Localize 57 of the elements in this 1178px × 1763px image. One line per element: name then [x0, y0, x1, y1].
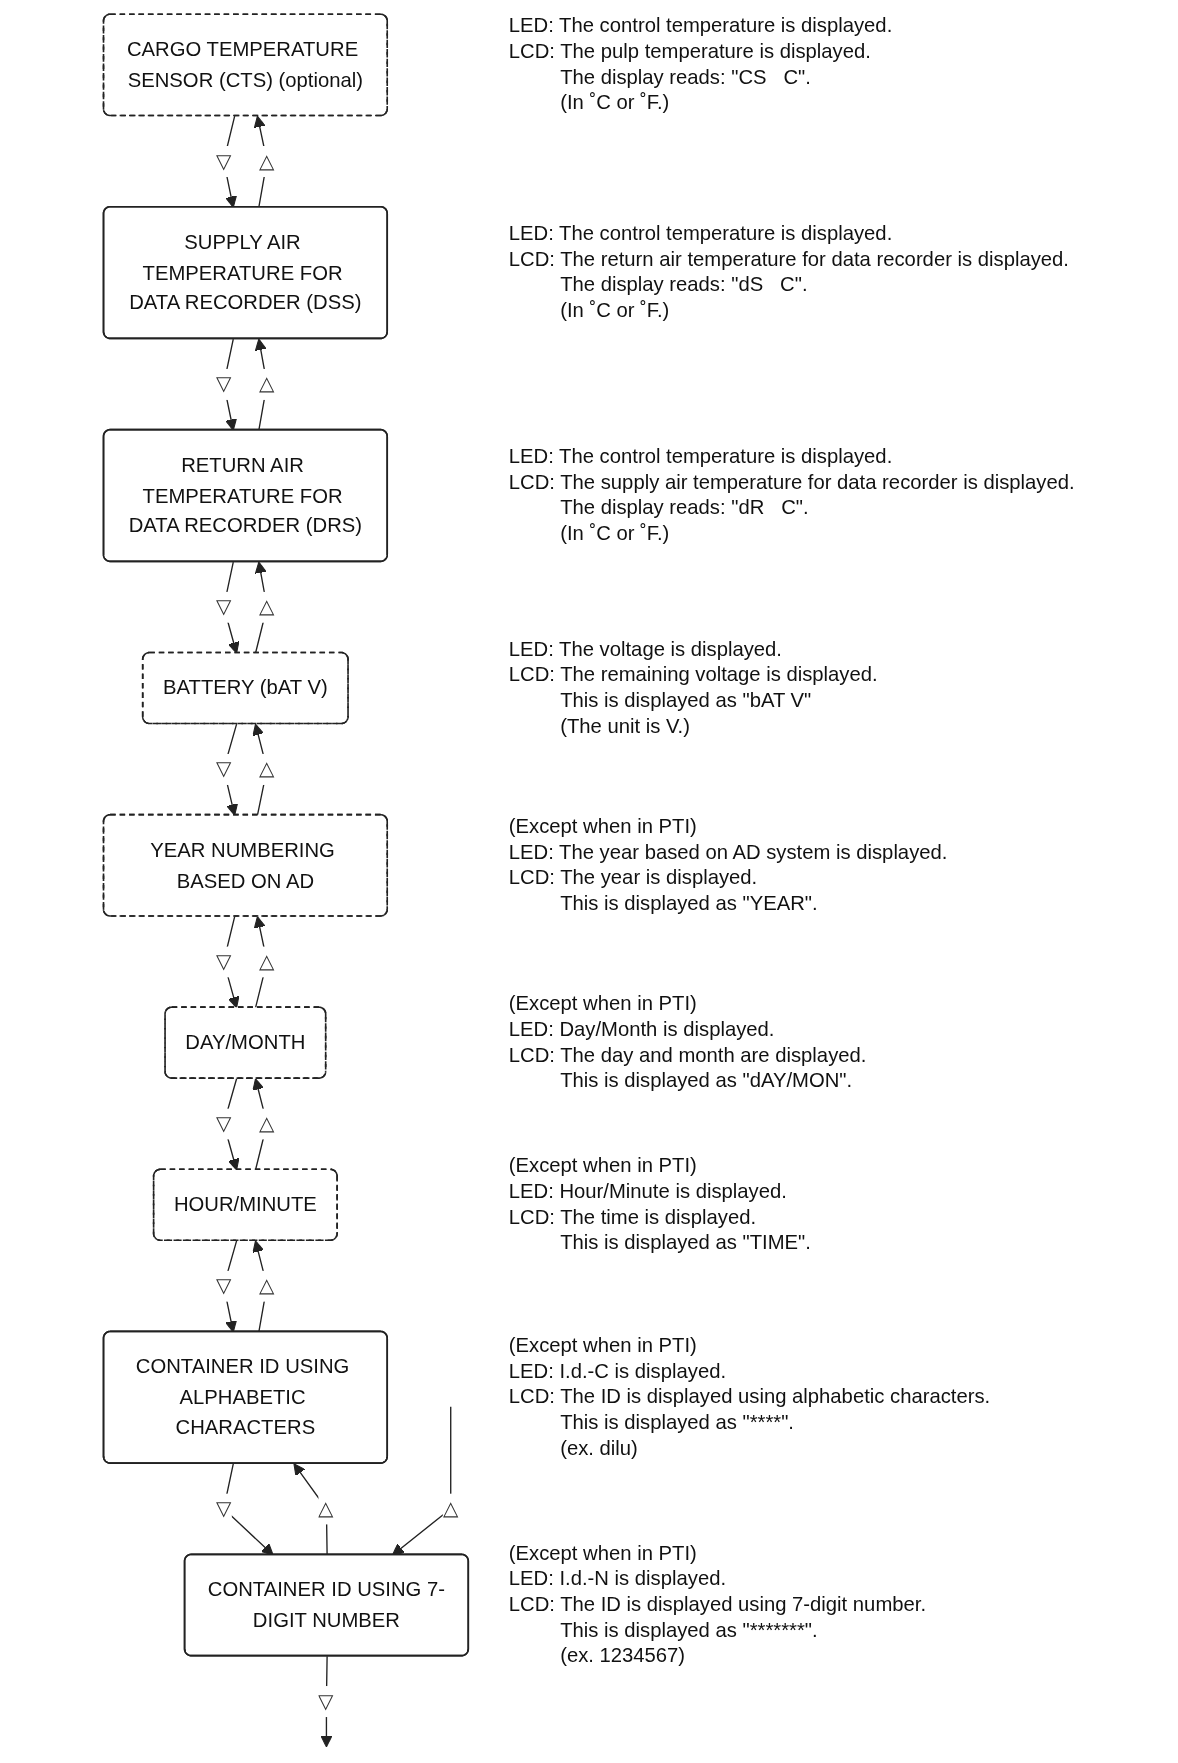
description-text: The display reads: "dS C". [559, 273, 808, 296]
edge-label: △ [258, 148, 275, 172]
description-text: (Except when in PTI) [508, 814, 697, 837]
edge-label: ▽ [215, 949, 232, 973]
description-text: LCD: The ID is displayed using alphabetic characters. [508, 1385, 990, 1408]
description-text: (Except when in PTI) [508, 1154, 697, 1177]
description-text: LCD: The ID is displayed using 7-digit number. [508, 1593, 926, 1616]
description-text: The display reads: "dR C". [559, 496, 809, 519]
description-text: (Except when in PTI) [508, 1541, 697, 1564]
edge-label: △ [258, 1111, 275, 1135]
description-text: LCD: The year is displayed. [508, 866, 757, 889]
edge-label: △ [258, 756, 275, 780]
description-text: The display reads: "CS C". [559, 65, 811, 88]
description-text: (ex. dilu) [559, 1436, 638, 1459]
description-text: LCD: The pulp temperature is displayed. [508, 40, 871, 63]
description-text: This is displayed as "TIME". [559, 1231, 811, 1254]
edge-label: △ [258, 594, 275, 618]
description-text: This is displayed as "*******". [559, 1618, 818, 1641]
description-text: (In ˚C or ˚F.) [559, 522, 669, 545]
description-text: LCD: The day and month are displayed. [508, 1043, 867, 1066]
description-text: LED: Day/Month is displayed. [508, 1017, 775, 1040]
edge-label: ▽ [318, 1688, 335, 1712]
description-text: This is displayed as "dAY/MON". [559, 1069, 852, 1092]
description-text: LCD: The return air temperature for data recorder is displayed. [508, 247, 1069, 270]
edge-label: △ [318, 1496, 335, 1520]
edge-label: △ [258, 949, 275, 973]
description-text: (The unit is V.) [559, 714, 690, 737]
edge-label: ▽ [215, 1111, 232, 1135]
edge-label: ▽ [215, 594, 232, 618]
edge-label: ▽ [215, 1273, 232, 1297]
description-text: LED: I.d.-C is displayed. [508, 1359, 726, 1382]
description-text: This is displayed as "****". [559, 1411, 794, 1434]
description-text: (Except when in PTI) [508, 992, 697, 1015]
flowchart: △ ▽ △ ▽ △ ▽ △ ▽ △ ▽ △ ▽ △ ▽ △ ▽ △ ▽ CARGO TEMPERATURE SENSOR (CTS) (optional) SUPPLY AIR TEMPERATURE FOR DATA RECORDER (DSS) RETURN AIR TEMPERATURE FOR DATA RECORDER (DRS) BATTERY (bAT V) YEAR NUMBERING BASED ON AD DAY/MONTH HOUR/MINUTE CONTAINER ID USING ALPHABETIC CHARACTERS CONTAINER ID USING 7-DIGIT NUMBER LED: The control temperature is displayed. LCD: The pulp temperature is displayed. The display reads: "CS C". (In ˚C or ˚F.) LED: The control temperature is displayed. LCD: The return air temperature for data recorder is displayed. The display reads: "dS C". (In ˚C or ˚F.) LED: The control temperature is displayed. LCD: The supply air temperature for data recorder is displayed. The display reads: "dR C". (In ˚C or ˚F.) LED: The voltage is displayed. LCD: The remaining voltage is displayed. This is displayed as "bAT V" (The unit is V.) (Except when in PTI) LED: The year based on AD system is displayed. LCD: The year is displayed. This is displayed as "YEAR". (Except when in PTI) LED: Day/Month is displayed. LCD: The day and month are displayed. This is displayed as "dAY/MON". (Except when in PTI) LED: Hour/Minute is displayed. LCD: The time is displayed. This is displayed as "TIME". (Except when in PTI) LED: I.d.-C is displayed. LCD: The ID is displayed using alphabetic characters. This is displayed as "****". (ex. dilu) (Except when in PTI) LED: I.d.-N is displayed. LCD: The ID is displayed using 7-digit number. This is displayed as "*******". (ex. 1234567) [89, 0, 1089, 1755]
edge-label: ▽ [215, 371, 232, 395]
description-text: (In ˚C or ˚F.) [559, 91, 669, 114]
edge-label: △ [442, 1496, 459, 1520]
description-text: LCD: The time is displayed. [508, 1205, 756, 1228]
description-text: This is displayed as "YEAR". [559, 891, 818, 914]
description-text: (ex. 1234567) [559, 1644, 685, 1667]
description-text: (Except when in PTI) [508, 1334, 697, 1357]
edge-label: △ [258, 371, 275, 395]
description-text: LED: Hour/Minute is displayed. [508, 1180, 787, 1202]
description-text: LCD: The supply air temperature for data recorder is displayed. [508, 470, 1075, 493]
description-text: LED: The year based on AD system is displayed. [508, 840, 948, 863]
edge-label: △ [258, 1273, 275, 1297]
description-text: (In ˚C or ˚F.) [559, 299, 669, 322]
description-text: LED: I.d.-N is displayed. [508, 1567, 726, 1590]
description-text: LCD: The remaining voltage is displayed. [508, 663, 878, 686]
description-text: LED: The control temperature is displayed. [508, 14, 892, 37]
description-text: LED: The control temperature is displayed. [508, 222, 892, 245]
description-text: LED: The voltage is displayed. [508, 637, 782, 660]
edge-label: ▽ [215, 1496, 232, 1520]
edge-label: ▽ [215, 148, 232, 172]
description-text: LED: The control temperature is displayed. [508, 445, 892, 468]
edge-label: ▽ [215, 756, 232, 780]
description-text: This is displayed as "bAT V" [559, 688, 811, 711]
